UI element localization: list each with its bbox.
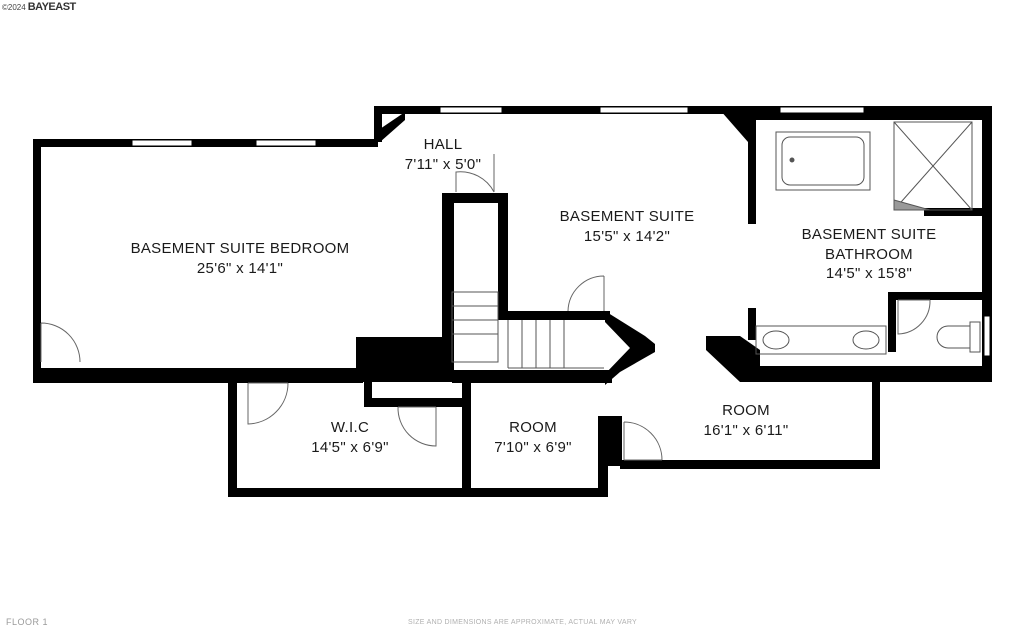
room1-name: ROOM <box>509 419 557 436</box>
room2-size: 16'1" x 6'11" <box>703 422 788 439</box>
toilet-door <box>897 299 931 335</box>
suite-door <box>567 275 605 312</box>
room1-size: 7'10" x 6'9" <box>494 439 572 456</box>
doors <box>40 154 931 461</box>
toilet-icon <box>936 321 981 353</box>
suite-size: 15'5" x 14'2" <box>584 228 670 245</box>
room-door <box>623 421 663 461</box>
bathroom-name-line1: BASEMENT SUITE <box>802 226 937 243</box>
bedroom-door <box>40 322 81 363</box>
bathtub-icon <box>775 131 871 191</box>
wic-name: W.I.C <box>331 419 369 436</box>
brokerage-logo: BAYEAST <box>27 1 77 13</box>
hall-size: 7'11" x 5'0" <box>405 156 481 173</box>
floor-label: FLOOR 1 <box>6 617 49 627</box>
room-labels: BASEMENT SUITE BEDROOM 25'6" x 14'1" HAL… <box>131 136 937 456</box>
walls <box>33 106 992 497</box>
windows <box>131 106 991 357</box>
wic-size: 14'5" x 6'9" <box>311 439 389 456</box>
vanity-icon <box>755 325 887 355</box>
brokerage-watermark: ©2024 BAYEAST <box>2 1 76 13</box>
shower-icon <box>893 121 973 211</box>
copyright-text: ©2024 <box>2 2 26 12</box>
room2-name: ROOM <box>722 402 770 419</box>
bathroom-name-line2: BATHROOM <box>825 246 913 263</box>
bathroom-size: 14'5" x 15'8" <box>826 265 912 282</box>
hall-door <box>455 154 495 193</box>
bedroom-size: 25'6" x 14'1" <box>197 260 283 277</box>
stairs <box>451 291 604 369</box>
hall-name: HALL <box>424 136 463 153</box>
suite-name: BASEMENT SUITE <box>560 208 695 225</box>
bedroom-name: BASEMENT SUITE BEDROOM <box>131 240 350 257</box>
wic-door <box>247 382 289 425</box>
closet-door <box>397 406 437 447</box>
disclaimer-text: SIZE AND DIMENSIONS ARE APPROXIMATE, ACT… <box>408 619 638 626</box>
